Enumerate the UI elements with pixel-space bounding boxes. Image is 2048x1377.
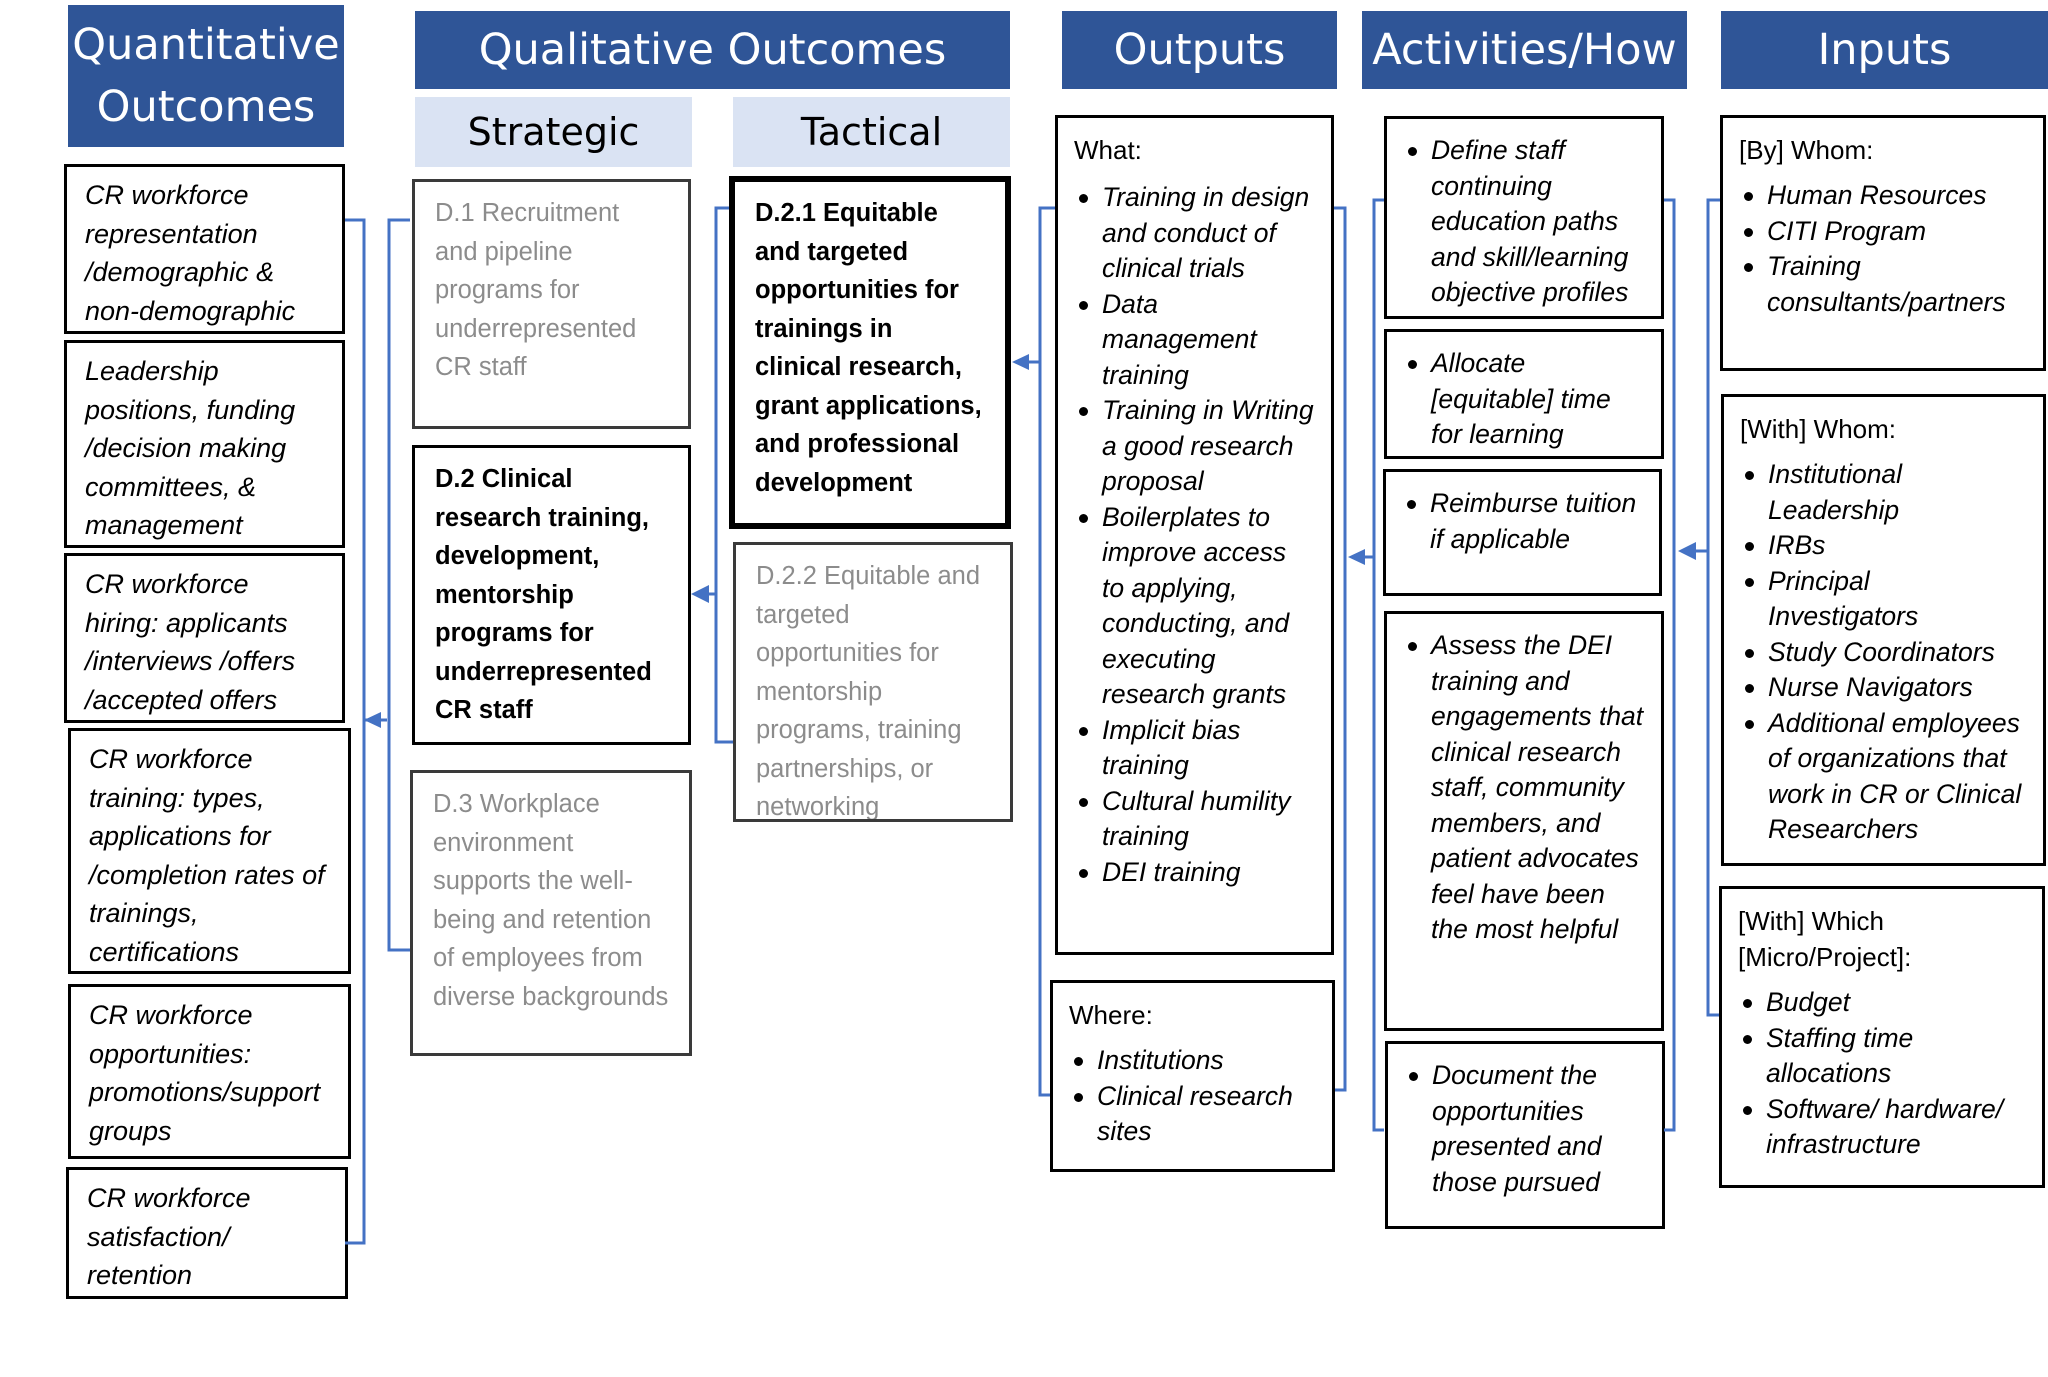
outputs-where-list: Institutions Clinical research sites <box>1069 1043 1316 1150</box>
arrowhead-strategic-to-quantitative <box>364 712 381 728</box>
list-item: Institutions <box>1069 1043 1316 1079</box>
bracket-quantitative <box>345 218 366 1245</box>
tactical-box-d21: D.2.1 Equitable and targeted opportuniti… <box>729 176 1011 529</box>
list-item: Software/ hardware/ infrastructure <box>1738 1092 2026 1163</box>
activity-box-reimburse: Reimburse tuition if applicable <box>1383 469 1662 596</box>
list-item: CITI Program <box>1739 214 2027 250</box>
bracket-outputs <box>1038 206 1055 1097</box>
subheader-tactical: Tactical <box>733 97 1010 167</box>
arrowhead-inputs-to-activities <box>1678 542 1696 560</box>
header-quantitative-outcomes: Quantitative Outcomes <box>68 5 344 147</box>
outputs-what-list: Training in design and conduct of clinic… <box>1074 180 1315 890</box>
list-item: Human Resources <box>1739 178 2027 214</box>
bracket-activities-right <box>1664 198 1676 1132</box>
arrowhead-tactical-to-strategic <box>691 585 709 603</box>
list-item: Reimburse tuition if applicable <box>1402 486 1643 557</box>
activity-box-assess: Assess the DEI training and engagements … <box>1384 611 1664 1031</box>
arrowhead-outputs-to-tactical <box>1012 354 1029 370</box>
header-activities: Activities/How <box>1362 11 1687 89</box>
inputs-with-which-label: [With] Which [Micro/Project]: <box>1738 906 1912 972</box>
list-item: Principal Investigators <box>1740 564 2027 635</box>
quantitative-box-training: CR workforce training: types, applicatio… <box>68 728 351 974</box>
list-item: Data management training <box>1074 287 1315 394</box>
tactical-box-d22: D.2.2 Equitable and targeted opportuniti… <box>733 542 1013 822</box>
quantitative-box-satisfaction: CR workforce satisfaction/ retention <box>66 1167 348 1299</box>
bracket-activities <box>1372 198 1384 1132</box>
activity-box-document: Document the opportunities presented and… <box>1385 1041 1665 1229</box>
bracket-tactical <box>714 206 733 744</box>
header-outputs: Outputs <box>1062 11 1337 89</box>
header-qualitative-outcomes: Qualitative Outcomes <box>415 11 1010 89</box>
list-item: Budget <box>1738 985 2026 1021</box>
list-item: Allocate [equitable] time for learning <box>1403 346 1645 453</box>
activity-box-allocate: Allocate [equitable] time for learning <box>1384 329 1664 459</box>
bracket-strategic <box>387 218 410 952</box>
outputs-what-box: What: Training in design and conduct of … <box>1055 115 1334 955</box>
list-item: Implicit bias training <box>1074 713 1315 784</box>
list-item: Additional employees of organizations th… <box>1740 706 2027 848</box>
list-item: Nurse Navigators <box>1740 670 2027 706</box>
list-item: Training in Writing a good research prop… <box>1074 393 1315 500</box>
bracket-inputs <box>1706 198 1720 1017</box>
arrowhead-activities-to-outputs <box>1348 549 1365 565</box>
inputs-by-whom-label: [By] Whom: <box>1739 135 1874 165</box>
list-item: DEI training <box>1074 855 1315 891</box>
inputs-by-whom-box: [By] Whom: Human Resources CITI Program … <box>1720 115 2046 371</box>
strategic-box-d3: D.3 Workplace environment supports the w… <box>410 770 692 1056</box>
strategic-box-d1: D.1 Recruitment and pipeline programs fo… <box>412 179 691 429</box>
list-item: Document the opportunities presented and… <box>1404 1058 1646 1200</box>
list-item: Institutional Leadership <box>1740 457 2027 528</box>
inputs-with-which-box: [With] Which [Micro/Project]: Budget Sta… <box>1719 886 2045 1188</box>
list-item: Study Coordinators <box>1740 635 2027 671</box>
outputs-what-label: What: <box>1074 135 1142 165</box>
inputs-with-whom-label: [With] Whom: <box>1740 414 1897 444</box>
list-item: Training in design and conduct of clinic… <box>1074 180 1315 287</box>
bracket-outputs-right <box>1334 206 1347 1092</box>
list-item: Define staff continuing education paths … <box>1403 133 1645 311</box>
list-item: Assess the DEI training and engagements … <box>1403 628 1645 948</box>
quantitative-box-opportunities: CR workforce opportunities: promotions/s… <box>68 984 351 1159</box>
list-item: Boilerplates to improve access to applyi… <box>1074 500 1315 713</box>
list-item: Clinical research sites <box>1069 1079 1316 1150</box>
list-item: IRBs <box>1740 528 2027 564</box>
list-item: Staffing time allocations <box>1738 1021 2026 1092</box>
quantitative-box-representation: CR workforce representation /demographic… <box>64 164 345 334</box>
header-inputs: Inputs <box>1721 11 2048 89</box>
outputs-where-box: Where: Institutions Clinical research si… <box>1050 980 1335 1172</box>
list-item: Cultural humility training <box>1074 784 1315 855</box>
inputs-with-whom-box: [With] Whom: Institutional Leadership IR… <box>1721 394 2046 866</box>
outputs-where-label: Where: <box>1069 1000 1153 1030</box>
subheader-strategic: Strategic <box>415 97 692 167</box>
activity-box-define: Define staff continuing education paths … <box>1384 116 1664 319</box>
strategic-box-d2: D.2 Clinical research training, developm… <box>412 445 691 745</box>
quantitative-box-hiring: CR workforce hiring: applicants /intervi… <box>64 553 345 723</box>
list-item: Training consultants/partners <box>1739 249 2027 320</box>
quantitative-box-leadership: Leadership positions, funding /decision … <box>64 340 345 548</box>
